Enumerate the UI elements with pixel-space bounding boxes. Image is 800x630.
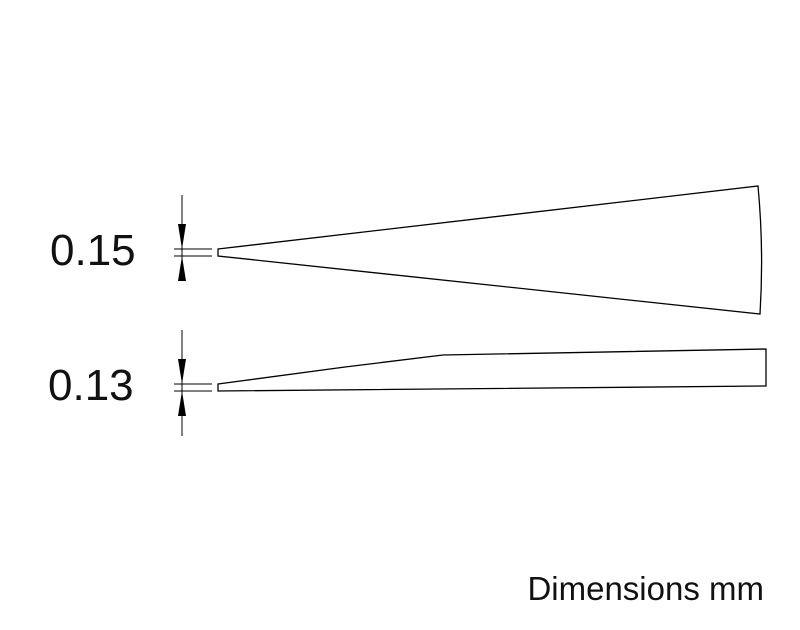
dimension-bottom-label: 0.13: [48, 361, 134, 410]
dimension-top: [174, 195, 212, 281]
units-note: Dimensions mm: [527, 570, 764, 607]
tip-side-view: [217, 348, 767, 392]
tip-top-outline: [217, 185, 763, 315]
tip-top-view: [217, 185, 763, 315]
tip-side-outline: [217, 348, 767, 392]
dimension-bottom: [174, 330, 212, 436]
dimension-top-label: 0.15: [50, 226, 136, 275]
